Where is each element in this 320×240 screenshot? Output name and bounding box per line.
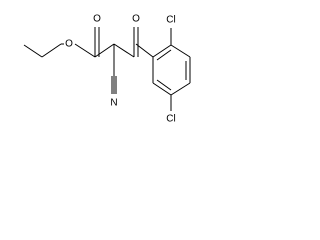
chemical-structure-canvas: O O O N Cl Cl [0,0,225,137]
bond-ethyl-methyl [23,44,43,58]
atom-label-group: O O O N Cl Cl [65,14,176,125]
bond-alpha-ketone [113,43,135,58]
ketone-oxygen-label: O [132,14,140,25]
bond-ketone-ring [135,43,154,58]
ring-inner-double-1 [156,49,172,61]
bond-ethyl-ch2 [41,43,62,58]
ring-bond-2 [170,44,191,58]
ester-oxygen-label: O [65,39,73,50]
bond-o-ester-carbon [74,43,96,58]
ester-carbonyl-oxygen-label: O [93,14,101,25]
chemical-structure-drawing: O O O N Cl Cl [23,14,191,125]
bond-group [23,27,191,111]
chlorine-top-label: Cl [166,15,175,26]
ring-inner-double-3 [156,79,172,91]
ring-bond-4 [170,82,191,96]
chlorine-bottom-label: Cl [166,114,175,125]
ring-bond-5 [152,82,172,96]
bond-ester-carbon-alpha [94,43,115,58]
ring-bond-1 [152,44,172,58]
nitrile-nitrogen-label: N [110,98,117,109]
